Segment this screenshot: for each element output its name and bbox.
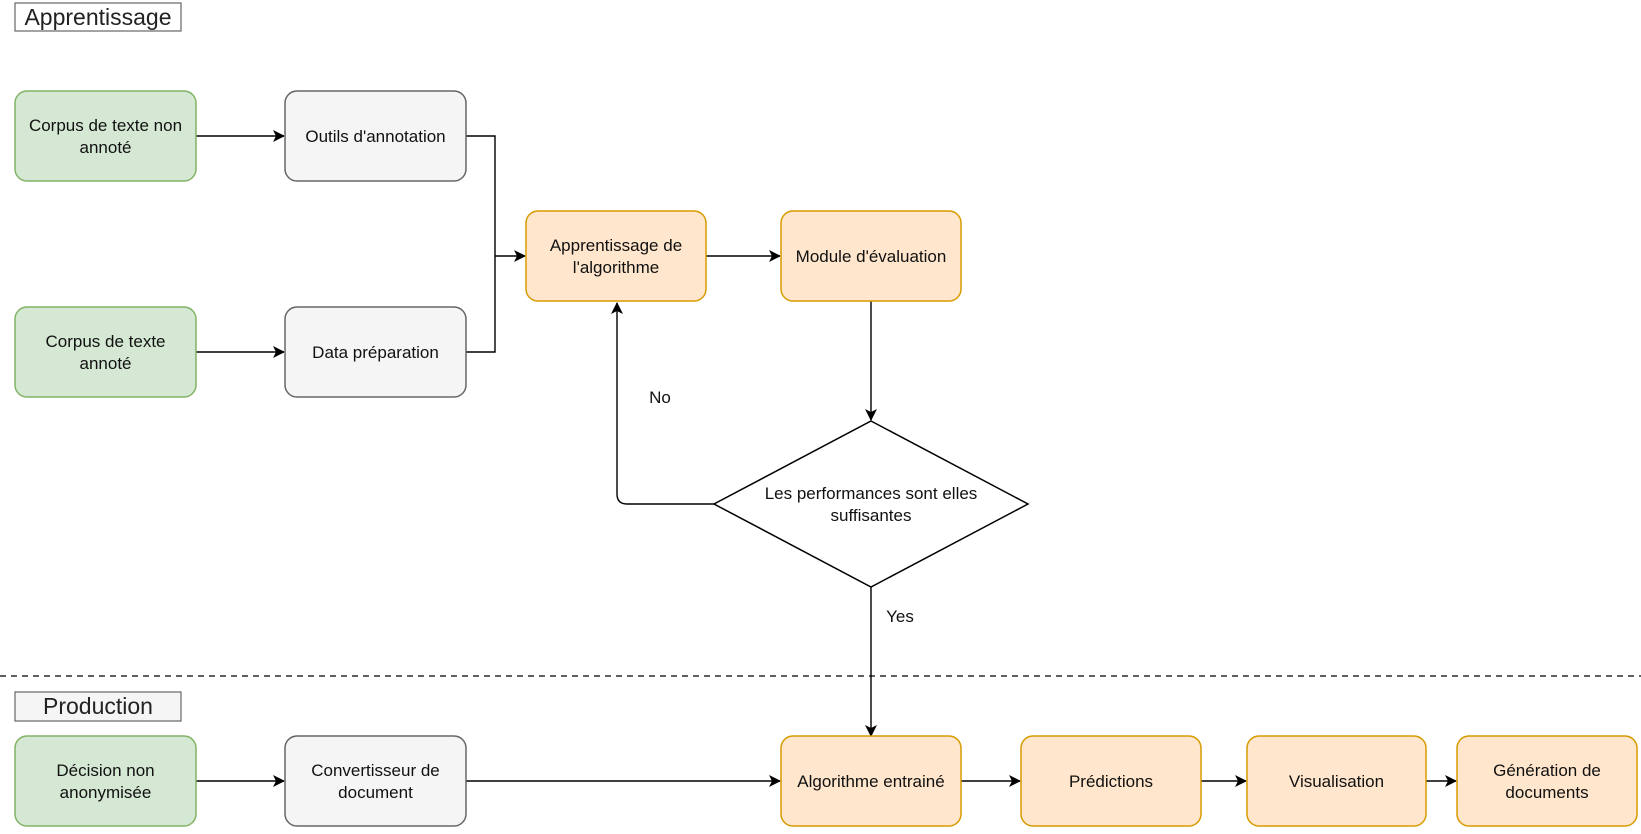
node-box	[284, 90, 467, 182]
node-box	[14, 735, 197, 827]
node-box	[284, 735, 467, 827]
section-title-production: Production	[43, 693, 153, 719]
node-label-line: Décision non	[56, 761, 154, 780]
node-performance-decision: Les performances sont elles suffisantes	[712, 420, 1030, 588]
node-label-line: document	[338, 783, 413, 802]
node-box	[525, 210, 707, 302]
node-label-line: Module d'évaluation	[796, 247, 947, 266]
node-visualisation: Visualisation	[1246, 735, 1427, 827]
node-label-line: anonymisée	[60, 783, 152, 802]
node-label-line: Visualisation	[1289, 772, 1384, 791]
node-box	[1456, 735, 1638, 827]
node-box	[1246, 735, 1427, 827]
node-box	[780, 735, 962, 827]
node-trained-algorithm: Algorithme entrainé	[780, 735, 962, 827]
node-label-line: Algorithme entrainé	[797, 772, 944, 791]
node-label-line: Corpus de texte	[45, 332, 165, 351]
section-label-training: Apprentissage	[14, 2, 182, 32]
edge-inputs-merge	[466, 135, 496, 353]
edge-label-no: No	[649, 388, 671, 407]
node-label-line: l'algorithme	[573, 258, 659, 277]
node-label-line: Apprentissage de	[550, 236, 682, 255]
node-label-line: Prédictions	[1069, 772, 1153, 791]
edge-decision-no-loop	[611, 302, 714, 505]
node-non-anonymized-decision: Décision non anonymisée	[14, 735, 197, 827]
node-predictions: Prédictions	[1020, 735, 1202, 827]
node-algorithm-training: Apprentissage de l'algorithme	[525, 210, 707, 302]
node-label-line: documents	[1505, 783, 1588, 802]
node-label-line: annoté	[80, 138, 132, 157]
node-document-generation: Génération de documents	[1456, 735, 1638, 827]
node-label-line: suffisantes	[831, 506, 912, 525]
node-label-line: Convertisseur de	[311, 761, 440, 780]
section-title-training: Apprentissage	[24, 4, 171, 30]
node-label-line: Outils d'annotation	[305, 127, 445, 146]
node-label-line: Les performances sont elles	[765, 484, 978, 503]
node-document-converter: Convertisseur de document	[284, 735, 467, 827]
node-data-preparation: Data préparation	[284, 306, 467, 398]
node-box	[284, 306, 467, 398]
node-label-line: Corpus de texte non	[29, 116, 182, 135]
node-annotation-tools: Outils d'annotation	[284, 90, 467, 182]
edge-label-yes: Yes	[886, 607, 914, 626]
node-box	[780, 210, 962, 302]
decision-diamond	[712, 420, 1030, 588]
node-box	[14, 306, 197, 398]
node-corpus-annotated: Corpus de texte annoté	[14, 306, 197, 398]
section-label-production: Production	[14, 691, 182, 722]
node-box	[14, 90, 197, 182]
node-label-line: Data préparation	[312, 343, 439, 362]
node-label-line: Génération de	[1493, 761, 1601, 780]
node-label-line: annoté	[80, 354, 132, 373]
node-corpus-unannotated: Corpus de texte non annoté	[14, 90, 197, 182]
node-evaluation-module: Module d'évaluation	[780, 210, 962, 302]
node-box	[1020, 735, 1202, 827]
